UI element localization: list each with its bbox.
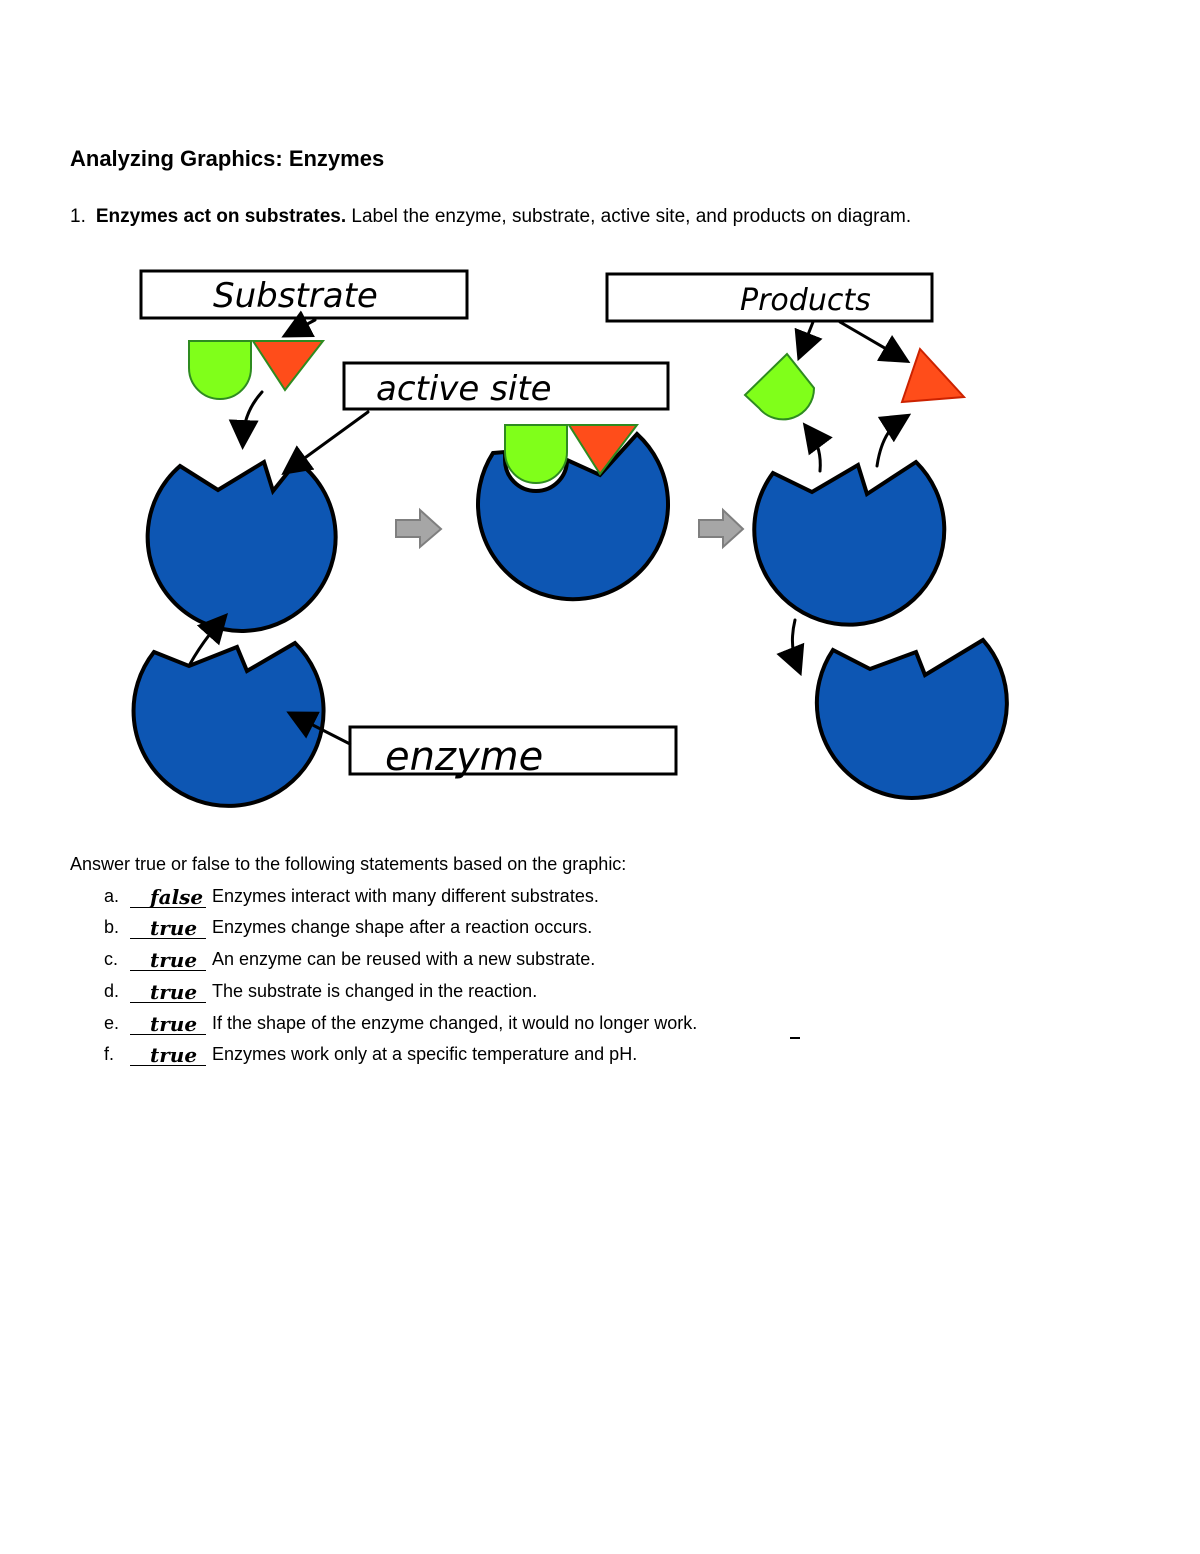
handwritten-answer: true xyxy=(150,980,198,1004)
question-1-number: 1. xyxy=(70,206,86,227)
enzyme-shape-4 xyxy=(131,640,326,808)
bound-substrate-triangle xyxy=(567,424,640,476)
product-half-circle xyxy=(743,352,816,421)
tf-statement: The substrate is changed in the reaction… xyxy=(212,981,538,1001)
tf-item-f: f. true Enzymes work only at a specific te… xyxy=(104,1042,638,1067)
products-label-box[interactable]: Products xyxy=(605,272,934,323)
worksheet-title: Analyzing Graphics: Enzymes xyxy=(70,146,385,171)
handwritten-answer: true xyxy=(150,948,198,972)
question-1-text: Label the enzyme, substrate, active site… xyxy=(346,206,912,227)
substrate-half-circle xyxy=(188,340,252,400)
answer-blank[interactable]: false xyxy=(130,885,206,909)
substrate-triangle xyxy=(251,340,326,392)
process-arrow-2 xyxy=(698,507,745,550)
active-site-label-box[interactable]: active site xyxy=(342,361,670,411)
enzyme-label: enzyme xyxy=(385,734,543,780)
tf-statement: Enzymes interact with many different sub… xyxy=(212,886,599,906)
substrate-label-box[interactable]: Substrate xyxy=(139,269,469,320)
tf-item-letter: a. xyxy=(104,886,120,906)
answer-blank[interactable]: true xyxy=(130,1012,206,1036)
tf-statement: Enzymes work only at a specific temperat… xyxy=(212,1044,638,1064)
pointer-enzyme-recycle-right xyxy=(776,618,805,677)
tf-item-letter: f. xyxy=(104,1044,115,1064)
tf-statement: An enzyme can be reused with a new subst… xyxy=(212,949,596,969)
tf-statement: Enzymes change shape after a reaction oc… xyxy=(212,917,593,937)
substrate-label: Substrate xyxy=(213,276,378,316)
tf-item-b: b. true Enzymes change shape after a react… xyxy=(104,915,593,940)
tf-item-letter: e. xyxy=(104,1013,120,1033)
bound-substrate-half-circle xyxy=(504,424,568,484)
enzyme-shape-5 xyxy=(814,637,1009,800)
tf-item-c: c. true An enzyme can be reused with a new… xyxy=(104,947,596,972)
answer-blank[interactable]: true xyxy=(130,980,206,1004)
enzyme-shape-1 xyxy=(145,458,338,633)
pointer-enzyme-recycle-left xyxy=(188,613,229,666)
stray-pen-mark xyxy=(790,1037,800,1039)
products-label: Products xyxy=(740,283,871,318)
pointer-substrate-to-enzyme xyxy=(228,390,264,450)
pointer-release-left xyxy=(802,422,833,473)
pointer-enzyme-label xyxy=(286,711,352,746)
true-false-intro: Answer true or false to the following st… xyxy=(70,854,627,874)
enzyme-diagram: Substrate Products active site enzyme xyxy=(131,269,1009,808)
enzyme-shape-3 xyxy=(752,459,947,627)
handwritten-answer: true xyxy=(150,916,198,940)
tf-item-letter: d. xyxy=(104,981,120,1001)
enzyme-shape-2 xyxy=(476,431,671,602)
handwritten-answer: true xyxy=(150,1012,198,1036)
pointer-release-right xyxy=(875,413,912,468)
enzyme-label-box[interactable]: enzyme xyxy=(348,725,678,780)
question-1: 1. Enzymes act on substrates. Label the e… xyxy=(70,206,911,228)
question-1-bold-text: Enzymes act on substrates. xyxy=(95,206,347,227)
tf-item-letter: b. xyxy=(104,917,120,937)
pointer-substrate-label xyxy=(281,310,317,338)
pointer-active-site xyxy=(281,410,370,476)
tf-item-e: e. true If the shape of the enzyme changed… xyxy=(104,1011,698,1036)
product-triangle xyxy=(900,347,967,404)
tf-statement: If the shape of the enzyme changed, it w… xyxy=(212,1013,698,1033)
pointer-products-right xyxy=(838,320,911,364)
answer-blank[interactable]: true xyxy=(130,916,206,940)
handwritten-answer: false xyxy=(150,885,204,909)
process-arrow-1 xyxy=(395,507,443,550)
answer-blank[interactable]: true xyxy=(130,1043,206,1067)
tf-item-letter: c. xyxy=(104,949,119,969)
tf-item-a: a. false Enzymes interact with many differ… xyxy=(104,884,599,909)
tf-item-d: d. true The substrate is changed in the re… xyxy=(104,979,538,1004)
handwritten-answer: true xyxy=(150,1043,198,1067)
answer-blank[interactable]: true xyxy=(130,948,206,972)
active-site-label: active site xyxy=(376,369,552,409)
pointer-products-left xyxy=(794,320,823,362)
